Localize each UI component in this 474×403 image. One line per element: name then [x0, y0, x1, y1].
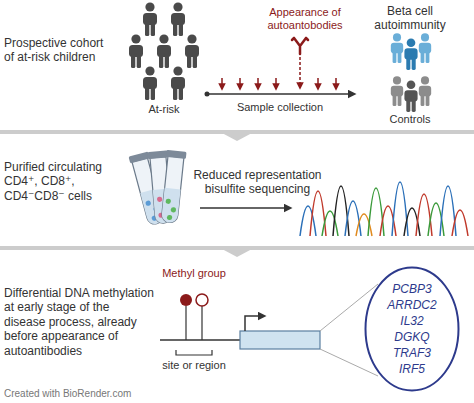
- group-label: At-risk: [134, 103, 194, 116]
- gene-list-oval: PCBP3 ARRDC2 IL32 DGKQ TRAF3 IRF5: [364, 266, 460, 392]
- panel-description: Prospective cohort of at-risk children: [4, 36, 116, 65]
- oval-shape: [366, 268, 459, 391]
- person-icon: [143, 2, 157, 36]
- process-label: Reduced representation bisulfite sequenc…: [190, 168, 325, 197]
- person-icon: [157, 34, 171, 68]
- tube-liquid: [161, 188, 180, 223]
- event-label: Appearance of autoantobodies: [255, 6, 355, 32]
- methylated-site: [180, 294, 192, 306]
- cpg-stem: [185, 306, 186, 340]
- watermark: Created with BioRender.com: [4, 388, 204, 400]
- dna-strand: [160, 339, 240, 341]
- person-icon: [143, 66, 157, 100]
- cell-dot: [167, 215, 173, 221]
- cell-dot: [145, 200, 151, 206]
- annotation-label: Methyl group: [154, 267, 234, 280]
- annotation-label: site or region: [149, 359, 239, 372]
- separator-chevron: [222, 133, 252, 141]
- cpg-stem: [201, 306, 202, 340]
- person-icon: [419, 33, 431, 63]
- cell-dot: [165, 198, 171, 204]
- autoantibody-arrow: [299, 57, 301, 86]
- unmethylated-site: [196, 294, 208, 306]
- antibody-icon: [292, 38, 308, 54]
- gene-box: [240, 331, 320, 349]
- timeline-label: Sample collection: [225, 101, 335, 114]
- tube-cap: [129, 152, 150, 164]
- process-arrow: [200, 207, 288, 209]
- person-icon: [185, 34, 199, 68]
- tube-cap: [147, 150, 168, 159]
- chromatogram-peak: [300, 206, 316, 236]
- region-bracket: [176, 350, 212, 355]
- sample-arrow: [221, 78, 223, 87]
- chromatogram-peak: [416, 194, 432, 236]
- person-icon: [171, 66, 185, 100]
- person-icon: [129, 34, 143, 68]
- sample-arrow: [335, 78, 337, 87]
- chromatogram-peak: [345, 201, 361, 236]
- person-icon: [171, 2, 185, 36]
- separator-chevron: [222, 249, 252, 257]
- sample-arrow: [239, 78, 241, 87]
- tss-arrow: [245, 316, 262, 331]
- panel-description: Differential DNA methylation at early st…: [4, 286, 154, 358]
- person-icon: [404, 38, 417, 70]
- sample-arrow: [275, 78, 277, 87]
- timeline-arrow: [207, 93, 352, 95]
- person-icon: [391, 33, 403, 63]
- group-label: Controls: [370, 113, 450, 126]
- sample-arrow: [257, 78, 259, 87]
- person-icon: [391, 76, 403, 106]
- group-label: Beta cell autoimmunity: [370, 4, 450, 33]
- person-icon: [419, 76, 431, 106]
- test-tube: [161, 156, 184, 223]
- person-icon: [404, 80, 417, 112]
- cell-dot: [171, 207, 177, 213]
- panel-description: Purified circulating CD4⁺, CD8⁺, CD4⁻CD8…: [4, 160, 128, 203]
- sample-arrow: [317, 78, 319, 87]
- gene-list: PCBP3 ARRDC2 IL32 DGKQ TRAF3 IRF5: [387, 281, 436, 377]
- chromatogram-peak: [452, 210, 468, 236]
- cell-dot: [157, 197, 163, 203]
- tube-cap: [166, 150, 187, 159]
